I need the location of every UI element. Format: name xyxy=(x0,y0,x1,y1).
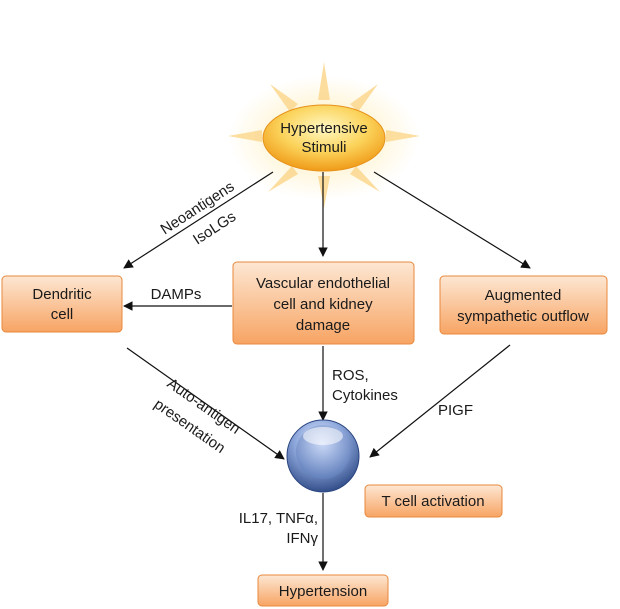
label-ifn: IFNγ xyxy=(286,530,318,547)
vascular-label-line3: damage xyxy=(296,317,350,334)
arrow-stimuli-to-dendritic xyxy=(123,171,274,269)
arrow-stimuli-to-sympathetic xyxy=(373,171,531,269)
sympathetic-label-line1: Augmented xyxy=(485,287,562,304)
hypertensive-stimuli-node: Hypertensive Stimuli xyxy=(228,62,420,208)
label-damps: DAMPs xyxy=(151,286,202,303)
vascular-damage-box: Vascular endothelial cell and kidney dam… xyxy=(232,261,415,345)
label-pigf: PIGF xyxy=(438,402,473,419)
label-il17-tnf: IL17, TNFα, xyxy=(239,510,318,527)
hypertension-box: Hypertension xyxy=(257,574,389,607)
sympathetic-label-line2: sympathetic outflow xyxy=(457,308,589,325)
vascular-label-line1: Vascular endothelial xyxy=(256,275,390,292)
tcell-activation-label: T cell activation xyxy=(381,493,484,510)
sun-rays xyxy=(228,62,420,208)
sympathetic-outflow-box: Augmented sympathetic outflow xyxy=(439,275,608,335)
dendritic-label-line1: Dendritic xyxy=(32,286,92,303)
stimulus-label-line2: Stimuli xyxy=(301,139,346,156)
arrow-dendritic-to-tcell xyxy=(126,347,285,460)
t-cell-sphere xyxy=(286,419,360,493)
vascular-label-line2: cell and kidney xyxy=(273,296,373,313)
arrow-sympathetic-to-tcell xyxy=(369,344,511,458)
label-cytokines: Cytokines xyxy=(332,387,398,404)
t-cell-activation-box: T cell activation xyxy=(364,484,503,518)
hypertension-label: Hypertension xyxy=(279,583,367,600)
dendritic-cell-box: Dendritic cell xyxy=(1,275,123,333)
label-ros: ROS, xyxy=(332,367,369,384)
sun-shape xyxy=(262,104,386,172)
stimulus-label-line1: Hypertensive xyxy=(280,120,368,137)
dendritic-label-line2: cell xyxy=(51,306,74,323)
